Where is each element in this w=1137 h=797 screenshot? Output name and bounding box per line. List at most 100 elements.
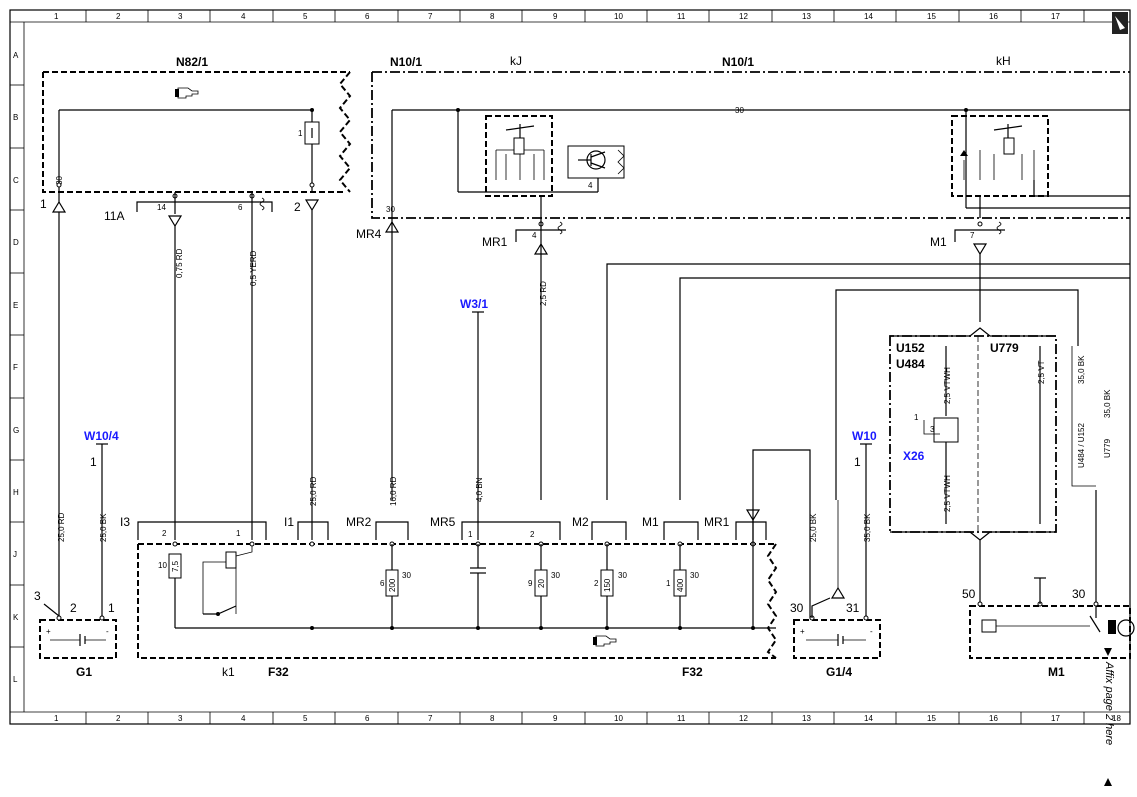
- fuse-icon: 7,5 10: [158, 541, 182, 628]
- n82-1-module: 1 30: [42, 71, 352, 193]
- u-side-labels: 35,0 BK U484 / U152 35,0 BK U779: [1071, 330, 1112, 618]
- n10-1-title-left: N10/1: [390, 55, 422, 69]
- svg-text:31: 31: [846, 601, 860, 615]
- g1-battery: + - 3 2 1: [34, 589, 117, 659]
- svg-text:13: 13: [802, 12, 811, 21]
- svg-text:3: 3: [34, 589, 41, 603]
- g1-4-label: G1/4: [826, 665, 852, 679]
- svg-text:C: C: [13, 176, 19, 185]
- svg-text:6: 6: [380, 579, 385, 588]
- f32-connector-row: I3 2 1 I1 MR2 MR5 1 2 M2 M1 MR1: [120, 515, 767, 540]
- svg-text:2: 2: [530, 530, 535, 539]
- svg-text:2: 2: [162, 529, 167, 538]
- svg-text:1: 1: [468, 530, 473, 539]
- svg-text:MR1: MR1: [704, 515, 730, 529]
- svg-text:6: 6: [365, 12, 370, 21]
- g1-label: G1: [76, 665, 92, 679]
- column-labels-top: 1 2 3 4 5 6 7 8 9 10 11 12 13 14 15 16 1…: [54, 12, 1121, 21]
- svg-text:1: 1: [236, 529, 241, 538]
- row-ticks: [10, 84, 24, 648]
- svg-text:10: 10: [614, 714, 623, 723]
- svg-text:30: 30: [1072, 587, 1086, 601]
- svg-text:35,0 BK: 35,0 BK: [863, 513, 872, 542]
- m1-connector-top: 7 M1: [930, 221, 1005, 322]
- svg-text:30: 30: [551, 571, 560, 580]
- svg-text:9: 9: [528, 579, 533, 588]
- svg-text:30: 30: [735, 106, 744, 115]
- battery-icon: [50, 634, 106, 646]
- svg-text:0,5 YERD: 0,5 YERD: [249, 250, 258, 286]
- svg-text:4: 4: [241, 12, 246, 21]
- connector-11a: 14 6 11A: [104, 192, 273, 228]
- svg-text:17: 17: [1051, 714, 1060, 723]
- svg-text:-: -: [106, 627, 109, 636]
- n10-1-module: 30 30 4: [371, 71, 1130, 219]
- svg-text:MR2: MR2: [346, 515, 372, 529]
- column-ticks: [85, 10, 1085, 724]
- svg-text:30: 30: [790, 601, 804, 615]
- svg-text:7: 7: [428, 714, 433, 723]
- svg-text:30: 30: [402, 571, 411, 580]
- svg-text:MR1: MR1: [482, 235, 508, 249]
- svg-text:2,5 VT: 2,5 VT: [1037, 360, 1046, 384]
- m1-label: M1: [1048, 665, 1065, 679]
- svg-text:E: E: [13, 301, 18, 310]
- svg-text:1: 1: [54, 714, 59, 723]
- page-corner-icon: [1112, 12, 1128, 34]
- svg-text:H: H: [13, 488, 19, 497]
- pin-1-arrow: [51, 200, 67, 213]
- svg-text:F: F: [13, 363, 18, 372]
- w10-4-label: W10/4: [84, 429, 119, 443]
- fuse-icon: 200 6 30: [380, 541, 411, 630]
- svg-text:A: A: [13, 51, 19, 60]
- svg-text:25,0 RD: 25,0 RD: [309, 476, 318, 506]
- svg-text:14: 14: [864, 12, 873, 21]
- svg-text:1: 1: [298, 129, 303, 138]
- svg-text:7,5: 7,5: [171, 560, 180, 572]
- svg-text:5: 5: [303, 12, 308, 21]
- svg-text:14: 14: [157, 203, 166, 212]
- svg-text:25,0 RD: 25,0 RD: [57, 512, 66, 542]
- column-labels-bottom: 1 2 3 4 5 6 7 8 9 10 11 12 13 14 15 16 1…: [54, 714, 1121, 723]
- svg-text:3: 3: [178, 12, 183, 21]
- affix-note: Affix page 2 here: [1103, 648, 1115, 786]
- svg-text:17: 17: [1051, 12, 1060, 21]
- svg-text:150: 150: [603, 578, 612, 592]
- svg-text:U779: U779: [990, 341, 1019, 355]
- svg-text:200: 200: [388, 578, 397, 592]
- svg-text:3: 3: [930, 425, 935, 434]
- svg-text:20: 20: [537, 579, 546, 588]
- svg-text:16: 16: [989, 12, 998, 21]
- svg-text:5: 5: [303, 714, 308, 723]
- k1-label: k1: [222, 665, 235, 679]
- svg-text:1: 1: [666, 579, 671, 588]
- svg-text:U152: U152: [896, 341, 925, 355]
- svg-text:7: 7: [970, 231, 975, 240]
- svg-text:2,5 RD: 2,5 RD: [539, 281, 548, 306]
- svg-text:15: 15: [927, 12, 936, 21]
- svg-text:4: 4: [532, 231, 537, 240]
- f32-fuse-box: [137, 543, 778, 659]
- svg-text:18: 18: [1112, 714, 1121, 723]
- fuse-icon: 400 1 30: [666, 541, 699, 630]
- svg-text:50: 50: [962, 587, 976, 601]
- row-labels: A B C D E F G H J K L: [13, 51, 19, 684]
- hand-pointer-icon: [175, 87, 199, 99]
- svg-text:13: 13: [802, 714, 811, 723]
- svg-text:11: 11: [677, 12, 686, 21]
- svg-text:U484: U484: [896, 357, 925, 371]
- svg-text:G: G: [13, 426, 19, 435]
- fuse-icon: 150 2 30: [594, 541, 627, 630]
- svg-text:2,5 VTWH: 2,5 VTWH: [943, 475, 952, 512]
- svg-text:10: 10: [614, 12, 623, 21]
- kj-title: kJ: [510, 54, 522, 68]
- svg-text:25,0 BK: 25,0 BK: [99, 513, 108, 542]
- svg-text:1: 1: [108, 601, 115, 615]
- svg-text:7: 7: [428, 12, 433, 21]
- capacitor: [470, 541, 486, 630]
- svg-text:10: 10: [158, 561, 167, 570]
- mr1-connector-top: 4 MR1: [482, 218, 566, 500]
- svg-text:I3: I3: [120, 515, 130, 529]
- kh-title: kH: [996, 54, 1011, 68]
- x26-label: X26: [903, 449, 925, 463]
